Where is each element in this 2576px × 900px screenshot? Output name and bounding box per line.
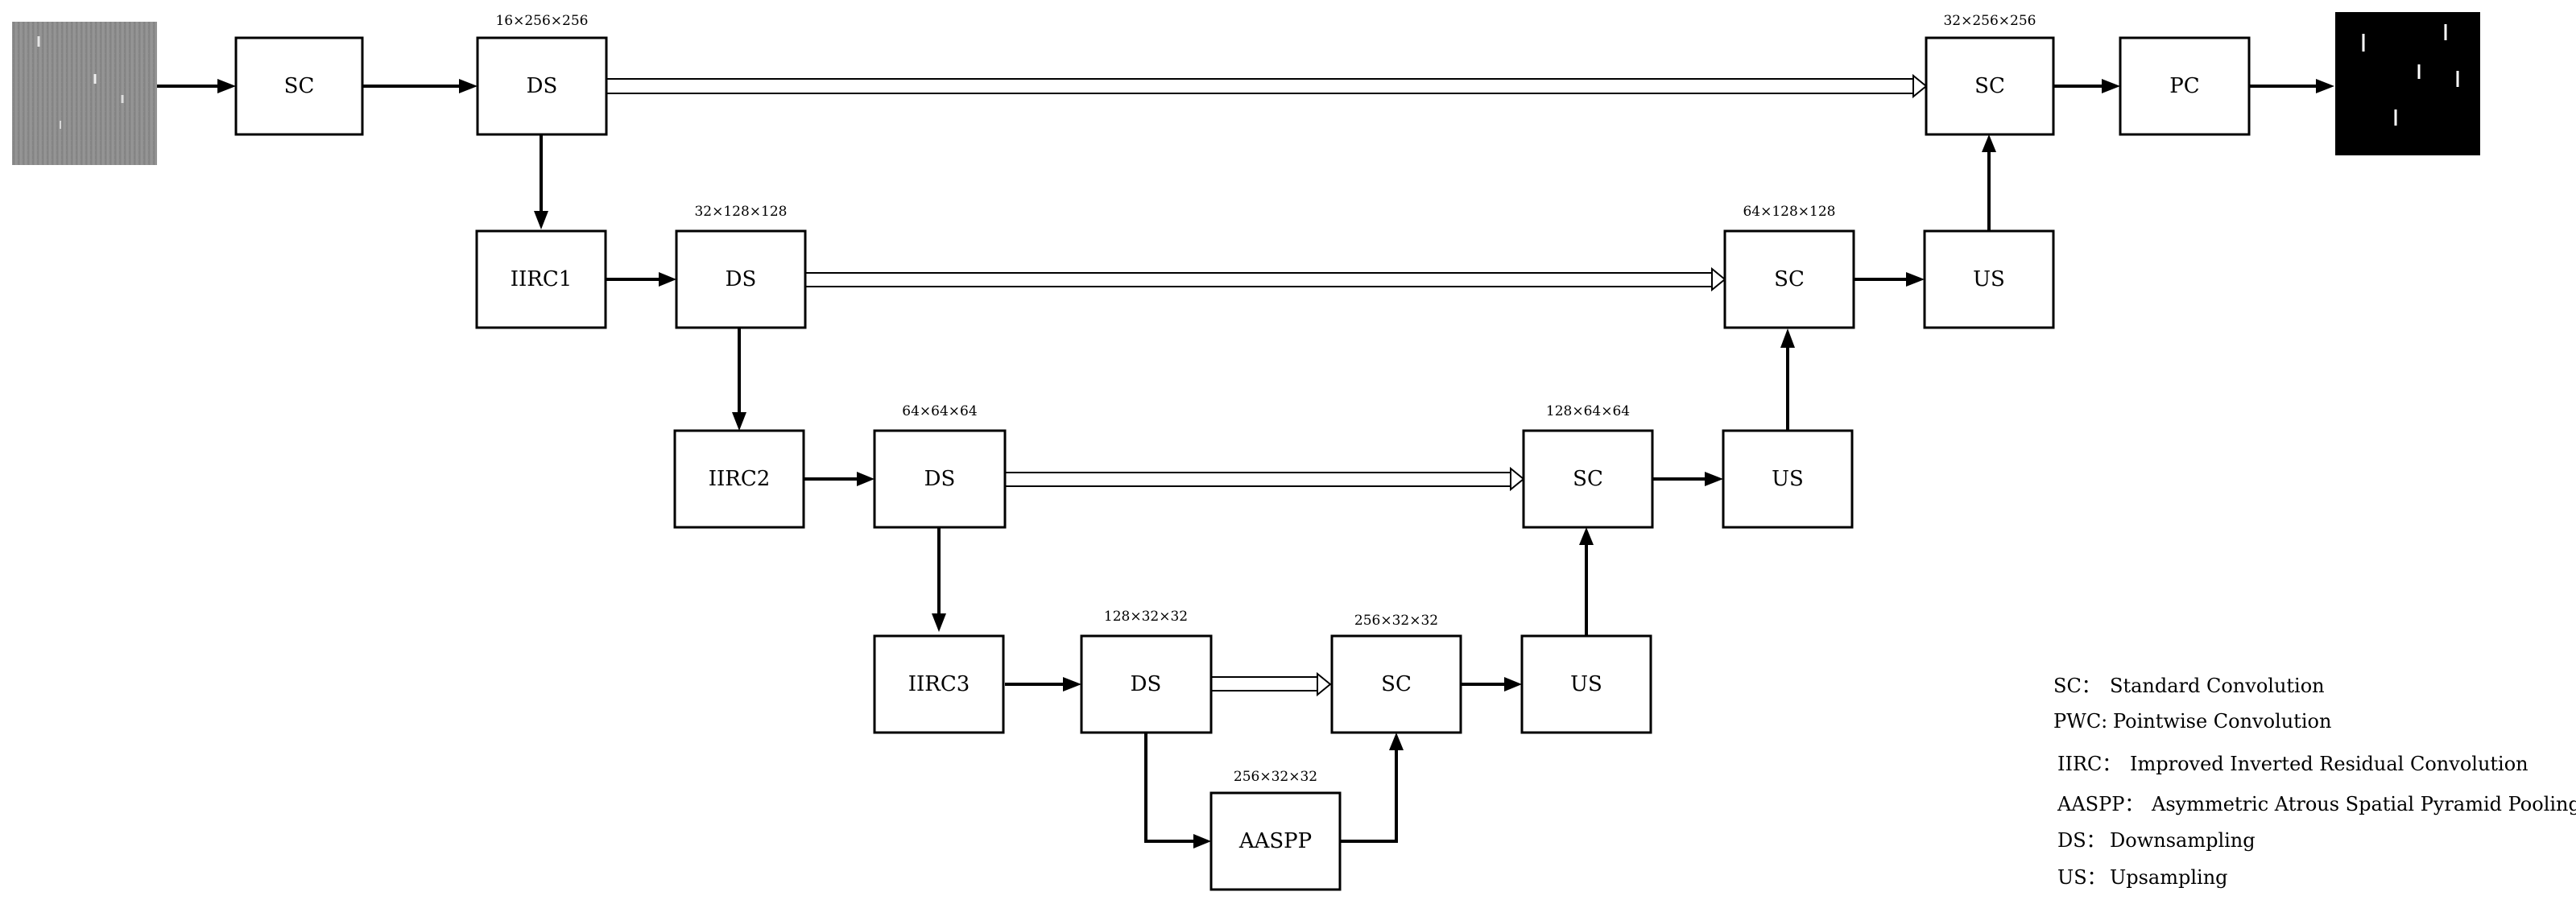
legend-desc: Downsampling [2110, 829, 2256, 852]
block-aaspp: AASPP 256×32×32 [1209, 769, 1342, 891]
block-ds-level1: DS 16×256×256 [476, 13, 608, 136]
block-ds-level3: DS 64×64×64 [873, 403, 1007, 529]
legend-desc: Improved Inverted Residual Convolution [2130, 753, 2528, 775]
legend-item-us: US： Upsampling [2057, 866, 2228, 889]
block-sc-level2: SC 64×128×128 [1723, 204, 1855, 329]
dimension-label: 256×32×32 [1234, 769, 1317, 785]
dimension-label: 32×256×256 [1943, 13, 2036, 29]
block-label: US [1772, 467, 1804, 491]
legend-desc: Standard Convolution [2110, 675, 2325, 697]
output-image [2335, 12, 2480, 155]
block-ds-level2: DS 32×128×128 [675, 204, 807, 329]
block-ds-level4: DS 128×32×32 [1080, 609, 1213, 734]
block-label: SC [1974, 74, 2005, 98]
block-label: PC [2169, 74, 2199, 98]
block-iirc1: IIRC1 [475, 229, 607, 329]
legend-item-pwc: PWC: Pointwise Convolution [2053, 710, 2331, 733]
block-iirc2: IIRC2 [673, 429, 805, 529]
legend-item-ds: DS： Downsampling [2057, 829, 2256, 852]
legend-abbr: DS： [2057, 829, 2106, 852]
block-us-level4: US [1520, 634, 1652, 734]
block-label: SC [284, 74, 315, 98]
block-sc-input: SC [234, 36, 364, 136]
block-sc-level3: SC 128×64×64 [1522, 403, 1654, 529]
legend-abbr: US： [2057, 866, 2107, 889]
block-label: IIRC2 [709, 467, 771, 491]
block-label: DS [924, 467, 956, 491]
legend-desc: Asymmetric Atrous Spatial Pyramid Poolin… [2151, 793, 2576, 815]
legend-item-aaspp: AASPP： Asymmetric Atrous Spatial Pyramid… [2057, 793, 2576, 815]
block-label: SC [1381, 672, 1412, 696]
block-label: DS [726, 267, 757, 291]
block-label: DS [527, 74, 558, 98]
block-label: US [1973, 267, 2005, 291]
block-sc-level4: SC 256×32×32 [1330, 613, 1462, 734]
input-image [12, 22, 157, 165]
block-label: US [1570, 672, 1602, 696]
block-label: IIRC3 [908, 672, 970, 696]
legend: SC： Standard Convolution PWC: Pointwise … [2053, 675, 2576, 889]
block-pc: PC [2119, 36, 2251, 136]
legend-abbr: IIRC： [2057, 753, 2121, 775]
block-iirc3: IIRC3 [873, 634, 1005, 734]
dimension-label: 16×256×256 [495, 13, 588, 29]
legend-desc: Pointwise Convolution [2113, 710, 2331, 733]
legend-desc: Upsampling [2110, 866, 2228, 889]
legend-item-iirc: IIRC： Improved Inverted Residual Convolu… [2057, 753, 2528, 775]
dimension-label: 64×128×128 [1743, 204, 1835, 220]
block-sc-level1: SC 32×256×256 [1925, 13, 2055, 136]
flow-arrows [157, 79, 2334, 848]
legend-abbr: PWC: [2053, 710, 2107, 733]
dimension-label: 64×64×64 [902, 403, 977, 419]
legend-abbr: AASPP： [2057, 793, 2144, 815]
block-label: DS [1131, 672, 1162, 696]
dimension-label: 128×32×32 [1104, 609, 1188, 625]
legend-abbr: SC： [2053, 675, 2101, 697]
dimension-label: 128×64×64 [1546, 403, 1630, 419]
block-label: SC [1573, 467, 1603, 491]
block-label: SC [1774, 267, 1805, 291]
block-label: IIRC1 [511, 267, 573, 291]
block-us-level2: US [1923, 229, 2055, 329]
dimension-label: 256×32×32 [1354, 613, 1438, 629]
legend-item-sc: SC： Standard Convolution [2053, 675, 2325, 697]
block-label: AASPP [1238, 829, 1312, 853]
dimension-label: 32×128×128 [694, 204, 787, 220]
block-us-level3: US [1722, 429, 1854, 529]
skip-connections [606, 73, 1928, 697]
